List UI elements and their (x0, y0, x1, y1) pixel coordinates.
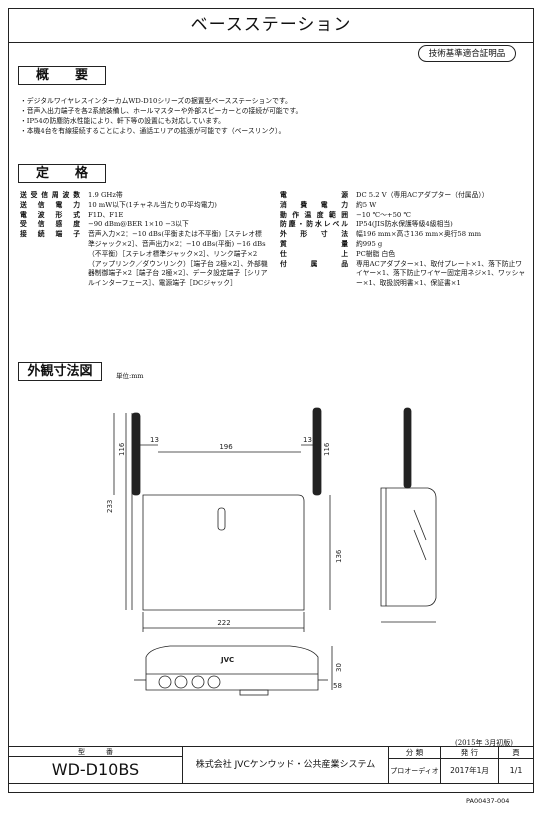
spec-label: 消費電力 (280, 200, 348, 209)
unit-note: 単位:mm (116, 372, 144, 380)
dim-116-left: 116 (118, 442, 126, 456)
side-antenna (403, 407, 412, 489)
jack-3 (191, 675, 205, 689)
spec-label: 外形寸法 (280, 230, 348, 239)
spec-row: 受信感度 −90 dBm@BER 1×10 −3以下 (20, 220, 268, 230)
edition-note: (2015年 3月初版) (455, 739, 513, 747)
spec-row: 質量約995 g (280, 240, 526, 250)
spec-value: 約5 W (356, 200, 377, 209)
spec-value: 約995 g (356, 239, 383, 248)
spec-value: IP54(JIS防水保護等級4級相当) (356, 220, 453, 229)
page-label: 頁 (499, 747, 533, 759)
spec-value: 音声入力×2：−10 dBs(平衡または不平衡)［ステレオ標準ジャック×2］、音… (88, 230, 268, 288)
dim-58: 58 (333, 682, 342, 690)
overview-line: ・音声入出力端子を各2系統装備し、ホールマスターや外部スピーカーとの接続が可能で… (20, 107, 303, 115)
dim-136: 136 (335, 549, 343, 563)
spec-value: F1D、F1E (88, 210, 124, 219)
spec-value: −90 dBm@BER 1×10 −3以下 (88, 220, 189, 229)
jvc-logo: JVC (220, 656, 234, 664)
specs-heading: 定 格 (18, 164, 106, 183)
spec-label: 送信電力 (20, 200, 80, 209)
spec-value: 専用ACアダプター×1、取付プレート×1、落下防止ワイヤー×1、落下防止ワイヤー… (356, 259, 526, 288)
specs-left: 送受信周波数 1.9 GHz帯送信電力 10 mW以下(1チャネル当たりの平均電力)… (20, 191, 268, 289)
date-value: 2017年1月 (441, 759, 499, 783)
spec-label: 仕上 (280, 249, 348, 258)
spec-value: 幅196 mm×高さ136 mm×奥行58 mm (356, 230, 482, 239)
bottom-body (145, 645, 319, 691)
overview-line: ・本機4台を有線接続することにより、通話エリアの拡張が可能です（ベースリンク）。 (20, 127, 286, 135)
front-body (142, 494, 305, 611)
document-frame: ベースステーション (8, 8, 534, 793)
spec-row: 消費電力約5 W (280, 201, 526, 211)
model-label: 型 番 (9, 747, 183, 757)
date-label: 発 行 (441, 747, 499, 759)
spec-row: 付属品専用ACアダプター×1、取付プレート×1、落下防止ワイヤー×1、落下防止ワ… (280, 260, 526, 289)
spec-row: 外形寸法幅196 mm×高さ136 mm×奥行58 mm (280, 230, 526, 240)
spec-label: 防塵・防水レベル (280, 220, 348, 229)
model-number: WD-D10BS (9, 757, 183, 783)
spec-row: 送信電力 10 mW以下(1チャネル当たりの平均電力) (20, 201, 268, 211)
spec-row: 電波形式 F1D、F1E (20, 211, 268, 221)
spec-row: 電源 DC 5.2 V（専用ACアダプター（付属品）） (280, 191, 526, 201)
spec-label: 受信感度 (20, 220, 80, 229)
dim-233: 233 (106, 500, 114, 513)
front-slot (217, 507, 226, 531)
jack-2 (174, 675, 188, 689)
spec-value: 1.9 GHz帯 (88, 191, 123, 199)
dim-196: 196 (219, 443, 233, 451)
category-value: プロオーディオ (389, 759, 441, 783)
jack-1 (158, 675, 172, 689)
spec-row: 接続端子音声入力×2：−10 dBs(平衡または不平衡)［ステレオ標準ジャック×… (20, 230, 268, 289)
overview-line: ・デジタルワイヤレスインターカムWD-D10シリーズの据置型ベースステーションで… (20, 97, 292, 105)
page-value: 1/1 (509, 766, 523, 775)
certification-badge: 技術基準適合証明品 (418, 45, 516, 62)
dim-222: 222 (217, 619, 230, 627)
dim-116-right: 116 (323, 442, 331, 456)
left-antenna (131, 412, 141, 496)
spec-value: −10 ℃〜+50 ℃ (356, 210, 412, 219)
spec-label: 質量 (280, 239, 348, 248)
spec-value: PC樹脂 白色 (356, 249, 396, 258)
spec-value: 10 mW以下(1チャネル当たりの平均電力) (88, 200, 217, 209)
jack-4 (207, 675, 221, 689)
overview-line: ・IP54の防塵防水性能により、軒下等の設置にも対応しています。 (20, 117, 225, 125)
page-title: ベースステーション (9, 9, 533, 43)
spec-label: 送受信周波数 (20, 191, 80, 199)
spec-row: 動作温度範囲 −10 ℃〜+50 ℃ (280, 211, 526, 221)
company-name: 株式会社 JVCケンウッド・公共産業システム (183, 747, 389, 783)
spec-row: 防塵・防水レベル IP54(JIS防水保護等級4級相当) (280, 220, 526, 230)
spec-row: 送受信周波数 1.9 GHz帯 (20, 191, 268, 201)
side-body (380, 487, 437, 607)
spec-label: 電源 (280, 191, 348, 199)
spec-label: 接続端子 (20, 230, 80, 239)
dim-13-right: 13 (303, 436, 312, 444)
spec-value: DC 5.2 V（専用ACアダプター（付属品）） (356, 191, 489, 199)
overview-heading: 概 要 (18, 66, 106, 85)
spec-label: 電波形式 (20, 210, 80, 219)
category-label: 分 類 (389, 747, 441, 759)
dim-13-left: 13 (150, 436, 159, 444)
dimensions-heading: 外観寸法図 (18, 362, 102, 381)
spec-label: 付属品 (280, 259, 348, 268)
bottom-foot (239, 689, 269, 696)
document-number: PA00437-004 (466, 797, 510, 805)
spec-label: 動作温度範囲 (280, 210, 348, 219)
dim-30: 30 (335, 663, 343, 672)
spec-row: 仕上 PC樹脂 白色 (280, 250, 526, 260)
overview-text: ・デジタルワイヤレスインターカムWD-D10シリーズの据置型ベースステーションで… (20, 96, 510, 136)
right-antenna (312, 407, 322, 496)
footer-table: 型 番 WD-D10BS 株式会社 JVCケンウッド・公共産業システム 分 類 … (8, 746, 534, 784)
